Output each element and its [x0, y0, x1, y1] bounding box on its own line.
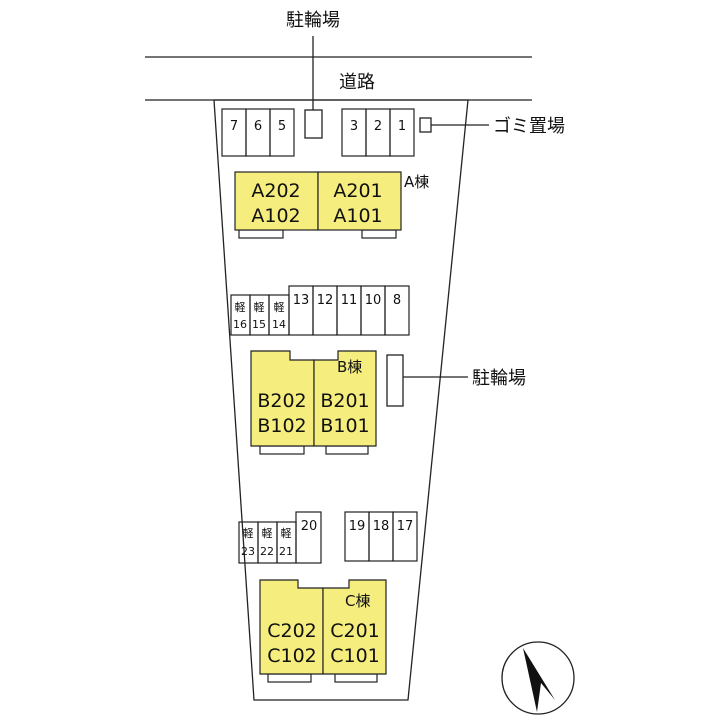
parking-space-11: 11 [341, 293, 358, 308]
parking-space-6: 6 [254, 119, 262, 134]
parking-space-20: 20 [301, 519, 318, 534]
light-car-space-16-type: 軽 [235, 301, 246, 314]
parking-space-2: 2 [374, 119, 382, 134]
unit-b201: B201 [320, 390, 369, 412]
light-car-space-23-number: 23 [241, 545, 255, 558]
unit-c102: C102 [267, 645, 317, 667]
unit-a201: A201 [333, 180, 382, 202]
parking-space-12: 12 [317, 293, 334, 308]
light-car-space-21-type: 軽 [281, 527, 292, 540]
parking-row-3 [238, 511, 418, 564]
parking-space-1: 1 [398, 119, 406, 134]
light-car-space-23-type: 軽 [243, 527, 254, 540]
road-label: 道路 [339, 72, 375, 93]
garbage-label: ゴミ置場 [493, 116, 565, 137]
parking-space-19: 19 [349, 519, 366, 534]
bike-parking-top-box [304, 109, 323, 139]
unit-b102: B102 [257, 415, 306, 437]
building-c [259, 579, 387, 683]
bike-parking-right-label: 駐輪場 [472, 368, 526, 389]
parking-space-13: 13 [293, 293, 310, 308]
building-a-label: A棟 [404, 173, 429, 191]
parking-space-17: 17 [397, 519, 414, 534]
light-car-space-22-number: 22 [260, 545, 274, 558]
bike-parking-right-box [386, 354, 404, 407]
light-car-space-16-number: 16 [233, 318, 247, 331]
north-arrow-icon [501, 641, 575, 715]
parking-space-8: 8 [393, 293, 401, 308]
building-b-label: B棟 [337, 358, 362, 376]
parking-row-2 [230, 285, 410, 336]
building-a [234, 171, 402, 239]
light-car-space-14-number: 14 [272, 318, 286, 331]
lot-boundary [213, 99, 469, 701]
light-car-space-22-type: 軽 [262, 527, 273, 540]
parking-row-1 [221, 108, 415, 157]
unit-b202: B202 [257, 390, 306, 412]
parking-space-7: 7 [230, 119, 238, 134]
unit-a101: A101 [333, 205, 382, 227]
parking-space-10: 10 [365, 293, 382, 308]
unit-a102: A102 [251, 205, 300, 227]
unit-c101: C101 [330, 645, 380, 667]
garbage-box [419, 117, 432, 133]
light-car-space-21-number: 21 [279, 545, 293, 558]
unit-c201: C201 [330, 620, 380, 642]
building-c-label: C棟 [345, 592, 370, 610]
bike-parking-top-label: 駐輪場 [286, 10, 340, 31]
parking-space-18: 18 [373, 519, 390, 534]
light-car-space-15-type: 軽 [254, 301, 265, 314]
building-b [250, 350, 377, 455]
parking-space-3: 3 [350, 119, 358, 134]
unit-b101: B101 [320, 415, 369, 437]
unit-a202: A202 [251, 180, 300, 202]
light-car-space-15-number: 15 [252, 318, 266, 331]
light-car-space-14-type: 軽 [274, 301, 285, 314]
parking-space-5: 5 [278, 119, 286, 134]
unit-c202: C202 [267, 620, 317, 642]
